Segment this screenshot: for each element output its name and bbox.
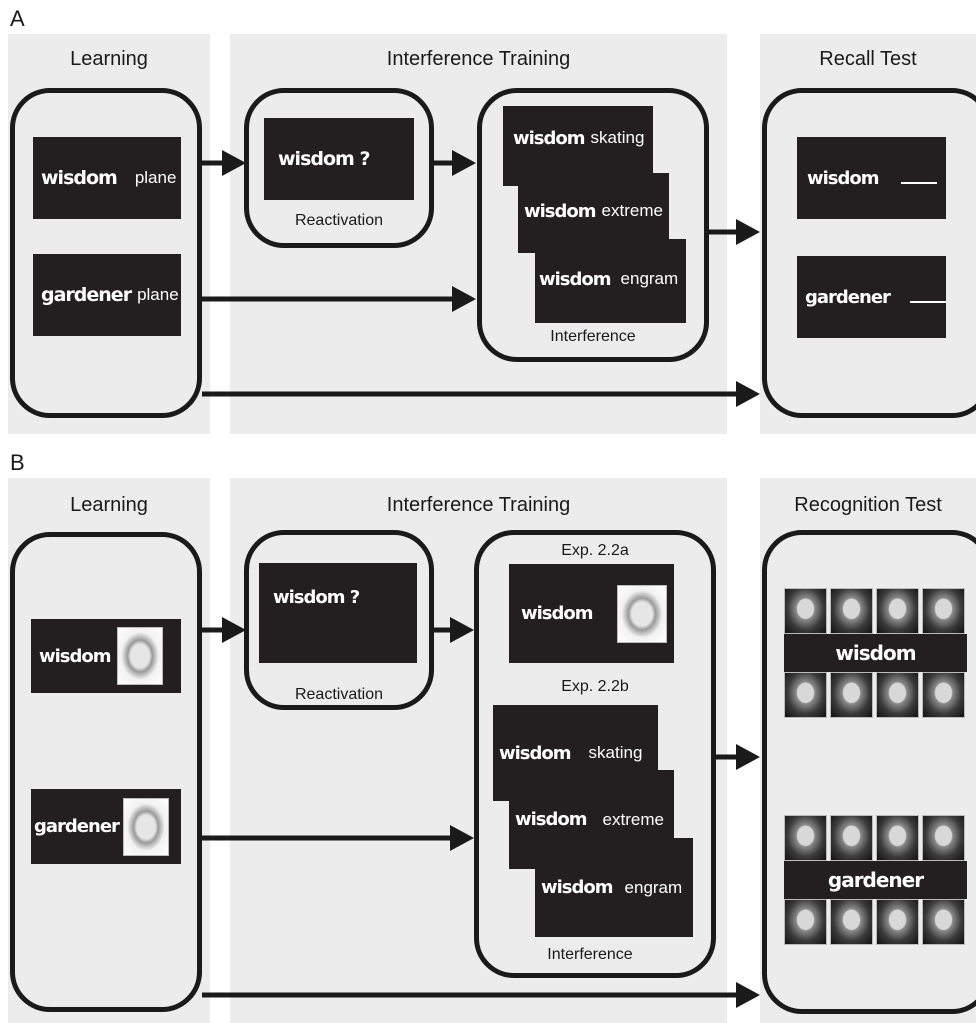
- face-photo-icon: [784, 672, 827, 718]
- recognition-grid-1: wisdom: [784, 588, 967, 728]
- panel-b-interference-caption: Interference: [547, 946, 633, 963]
- panel-a-letter: A: [10, 6, 25, 31]
- face-photo-icon: [922, 672, 965, 718]
- reactivation-prompt: wisdom ?: [273, 587, 360, 608]
- arrow-right-icon: [736, 982, 760, 1008]
- panel-a-interference-screen-1: wisdom skating: [503, 106, 653, 186]
- panel-a-reactivation-caption: Reactivation: [294, 212, 384, 229]
- panel-b-interference-title: Interference Training: [386, 494, 571, 516]
- cue-word: gardener: [827, 868, 924, 892]
- answer-blank: [909, 291, 946, 303]
- face-photo-icon: [876, 672, 919, 718]
- face-photo-icon: [876, 815, 919, 861]
- panel-a-test-screen-2: gardener: [797, 256, 946, 338]
- panel-b-learning-title: Learning: [70, 494, 148, 516]
- panel-b-learning-box: [10, 532, 202, 1012]
- panel-b-exp-a-screen: wisdom: [509, 564, 674, 663]
- target-word: plane: [134, 168, 177, 187]
- arrow-right-icon: [222, 617, 246, 643]
- panel-a-interference-caption: Interference: [550, 328, 636, 345]
- cue-word: wisdom: [39, 645, 112, 667]
- exp-2-2a-label: Exp. 2.2a: [561, 542, 629, 559]
- panel-b-learning-screen-1: wisdom: [31, 619, 181, 693]
- reactivation-prompt: wisdom ?: [278, 148, 370, 170]
- face-photo-icon: [784, 899, 827, 945]
- face-photo-icon: [116, 627, 163, 685]
- face-photo-icon: [876, 588, 919, 634]
- cue-word: gardener: [41, 284, 132, 306]
- cue-word: wisdom: [521, 603, 594, 624]
- cue-word: wisdom: [499, 742, 572, 764]
- face-row-top: [784, 588, 967, 634]
- exp-2-2b-label: Exp. 2.2b: [561, 678, 629, 695]
- face-photo-icon: [784, 815, 827, 861]
- face-photo-icon: [876, 899, 919, 945]
- target-word: engram: [620, 269, 679, 288]
- face-photo-icon: [830, 672, 873, 718]
- panel-b-letter: B: [10, 450, 25, 475]
- panel-a-learning-screen-1: wisdom plane: [33, 137, 181, 219]
- face-photo-icon: [122, 797, 169, 856]
- panel-a-interference-title: Interference Training: [386, 48, 571, 70]
- panel-a-learning-title: Learning: [70, 48, 148, 70]
- face-photo-icon: [830, 588, 873, 634]
- arrow-right-icon: [450, 825, 474, 851]
- panel-a-learning-screen-2: gardener plane: [33, 254, 181, 336]
- face-row-bottom: [784, 672, 967, 718]
- arrow-right-icon: [736, 744, 760, 770]
- arrow-right-icon: [736, 381, 760, 407]
- panel-a-interference-screen-3: wisdom engram: [535, 239, 686, 323]
- answer-blank: [900, 172, 937, 184]
- cue-word: wisdom: [807, 167, 880, 189]
- cue-word: wisdom: [515, 809, 588, 830]
- arrow-right-icon: [452, 150, 476, 176]
- cue-word: wisdom: [835, 641, 916, 665]
- recognition-cue-bar: wisdom: [784, 634, 967, 672]
- panel-b-reactivation-screen: wisdom ?: [259, 563, 417, 663]
- arrow-right-icon: [450, 617, 474, 643]
- target-word: extreme: [601, 201, 663, 220]
- panel-b-learning-screen-2: gardener: [31, 789, 181, 864]
- cue-word: gardener: [805, 286, 891, 308]
- face-photo-icon: [922, 815, 965, 861]
- panel-b-test-title: Recognition Test: [794, 494, 942, 516]
- cue-word: gardener: [34, 816, 120, 837]
- recognition-grid-2: gardener: [784, 815, 967, 955]
- panel-a-reactivation-screen: wisdom ?: [264, 118, 414, 200]
- face-photo-icon: [784, 588, 827, 634]
- cue-word: wisdom: [513, 128, 586, 149]
- face-row-top: [784, 815, 967, 861]
- face-photo-icon: [922, 588, 965, 634]
- target-word: skating: [590, 128, 645, 147]
- target-word: skating: [588, 743, 643, 762]
- panel-a-test-title: Recall Test: [819, 48, 917, 70]
- panel-a-test-screen-1: wisdom: [797, 137, 946, 219]
- cue-word: wisdom: [524, 201, 597, 222]
- face-photo-icon: [616, 584, 667, 643]
- panel-b-reactivation-caption: Reactivation: [294, 686, 384, 703]
- target-word: extreme: [602, 809, 664, 829]
- face-row-bottom: [784, 899, 967, 945]
- cue-word: wisdom: [41, 167, 118, 189]
- target-word: engram: [624, 877, 683, 897]
- face-photo-icon: [830, 815, 873, 861]
- target-word: plane: [137, 285, 179, 304]
- face-photo-icon: [830, 899, 873, 945]
- cue-word: wisdom: [539, 269, 612, 290]
- cue-word: wisdom: [541, 877, 614, 898]
- arrow-right-icon: [736, 219, 760, 245]
- recognition-cue-bar: gardener: [784, 861, 967, 899]
- arrow-right-icon: [452, 286, 476, 312]
- face-photo-icon: [922, 899, 965, 945]
- arrow-right-icon: [222, 150, 246, 176]
- panel-b-interference-screen-3: wisdom engram: [535, 838, 693, 937]
